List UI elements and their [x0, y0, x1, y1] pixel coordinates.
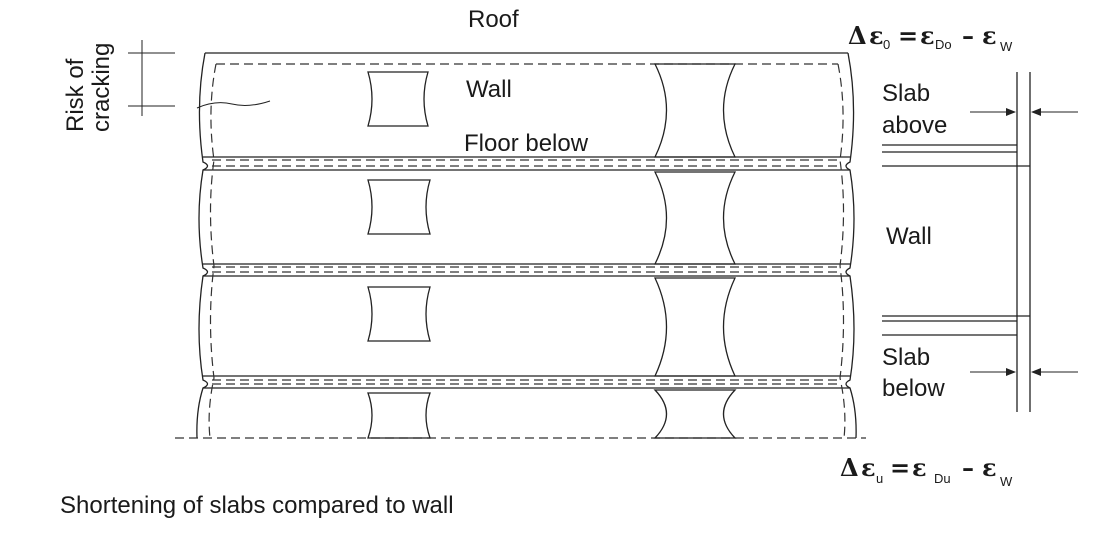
formula-bottom-delta: Δ: [840, 453, 859, 482]
large-openings: [653, 63, 737, 439]
formula-top-sub0: 0: [883, 37, 890, 52]
deformed-outline: [175, 63, 866, 439]
formula-bottom-subW: W: [1000, 474, 1013, 489]
wall-detail-label: Wall: [886, 223, 932, 250]
formula-top: Δ ε 0 = ε Do – ε W: [848, 21, 1013, 54]
left-dashed-edge: [208, 63, 217, 439]
small-opening-2: [367, 179, 431, 235]
bottom-arrow-left-head: [1006, 368, 1016, 376]
formula-bottom-epsW: ε: [982, 453, 997, 482]
small-openings: [367, 71, 431, 439]
formula-bottom-subu: u: [876, 471, 883, 486]
formula-top-epsW: ε: [982, 21, 997, 50]
junction-detail: [882, 72, 1078, 412]
left-wall-edge: [196, 52, 209, 439]
formula-top-equals: =: [898, 21, 918, 50]
crack-line: [196, 100, 271, 109]
small-opening-4: [367, 392, 431, 439]
large-opening-1: [653, 63, 737, 158]
large-opening-4: [653, 389, 737, 439]
slab-below-label-line2: below: [882, 375, 945, 402]
formula-top-minus: –: [962, 21, 974, 50]
small-opening-1: [367, 71, 429, 127]
large-opening-2: [653, 171, 737, 265]
formula-bottom-epsD: ε: [912, 453, 927, 482]
risk-label-line2: cracking: [88, 43, 115, 132]
formula-bottom-minus: –: [962, 453, 974, 482]
building-outline: [196, 52, 857, 439]
formula-top-epsD: ε: [920, 21, 935, 50]
formula-bottom-subD: Du: [934, 471, 951, 486]
right-dashed-edge: [837, 63, 846, 439]
formula-top-eps0: ε: [869, 21, 884, 50]
formula-top-subD: Do: [935, 37, 952, 52]
risk-dimension: [128, 40, 175, 116]
risk-label-line1: Risk of: [62, 58, 89, 132]
formula-top-delta: Δ: [848, 21, 867, 50]
wall-label: Wall: [466, 76, 512, 103]
formula-bottom-epsu: ε: [861, 453, 876, 482]
formula-bottom-equals: =: [890, 453, 910, 482]
roof-label: Roof: [468, 6, 519, 33]
formula-bottom: Δ ε u = ε Du – ε W: [840, 453, 1013, 489]
slab-above-label-line1: Slab: [882, 80, 930, 107]
slab-below-label-line1: Slab: [882, 344, 930, 371]
top-arrow-right-head: [1031, 108, 1041, 116]
top-arrow-left-head: [1006, 108, 1016, 116]
small-opening-3: [367, 286, 431, 342]
formula-top-subW: W: [1000, 39, 1013, 54]
slab-above-label-line2: above: [882, 112, 947, 139]
right-wall-edge: [845, 52, 857, 439]
floor-below-label: Floor below: [464, 130, 589, 157]
bottom-arrow-right-head: [1031, 368, 1041, 376]
large-opening-3: [653, 277, 737, 377]
caption: Shortening of slabs compared to wall: [60, 492, 454, 519]
